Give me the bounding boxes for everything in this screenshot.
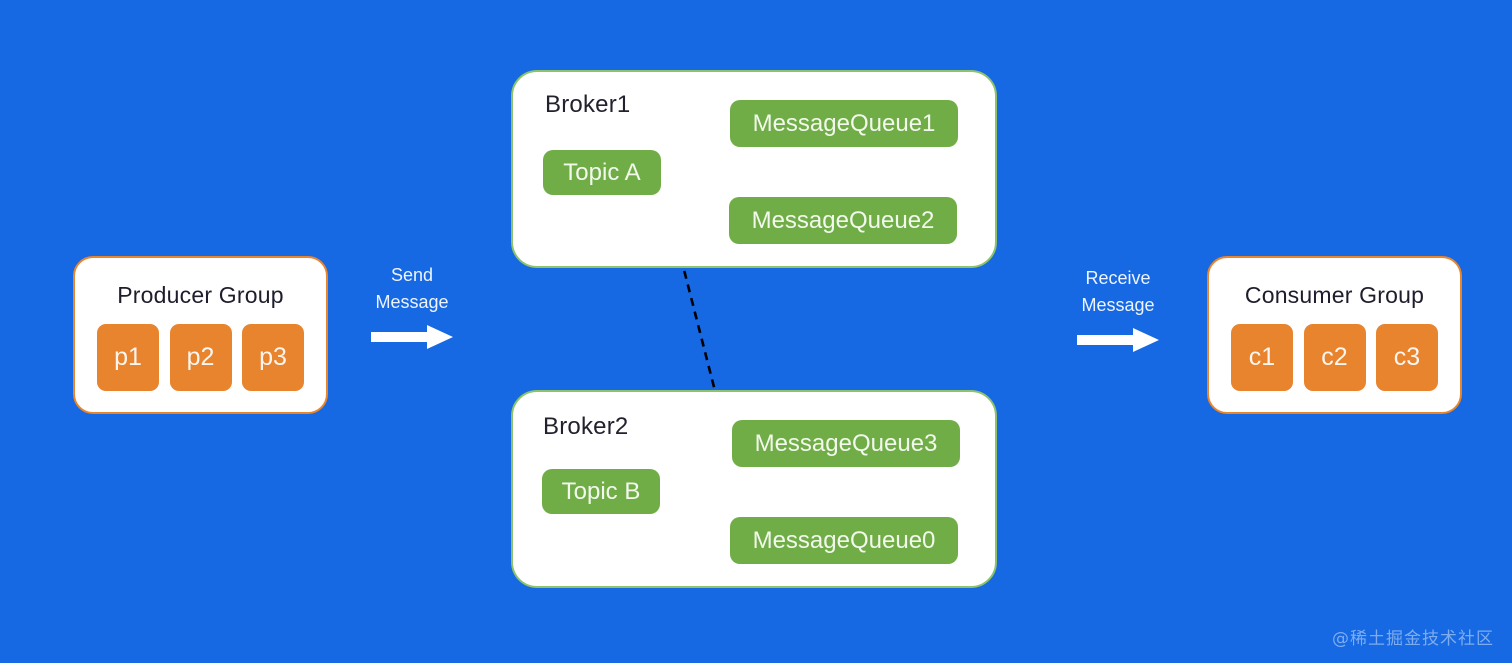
- send-message-label-line2: Message: [375, 292, 449, 312]
- consumer-c3[interactable]: c3: [1376, 324, 1438, 391]
- broker2-card[interactable]: Broker2 Topic B MessageQueue3 MessageQue…: [511, 390, 997, 588]
- broker1-topic-a[interactable]: Topic A: [543, 150, 661, 195]
- receive-arrow-wrap: [1058, 325, 1178, 355]
- receive-message-label-line1: Receive: [1085, 268, 1151, 288]
- producer-p1[interactable]: p1: [97, 324, 159, 391]
- broker2-title: Broker2: [543, 413, 629, 440]
- consumer-chip-row: c1 c2 c3: [1231, 324, 1438, 391]
- producer-p3[interactable]: p3: [242, 324, 304, 391]
- broker2-queue-messagequeue0[interactable]: MessageQueue0: [730, 517, 958, 564]
- producer-p2[interactable]: p2: [169, 324, 232, 391]
- consumer-c1[interactable]: c1: [1231, 324, 1293, 391]
- broker2-topic-b[interactable]: Topic B: [542, 469, 660, 514]
- send-arrow-wrap: [352, 322, 472, 352]
- send-message-flow: Send Message: [352, 262, 472, 352]
- broker1-queue-messagequeue1[interactable]: MessageQueue1: [730, 100, 958, 147]
- consumer-c2[interactable]: c2: [1303, 324, 1366, 391]
- right-arrow-icon: [1077, 328, 1159, 352]
- consumer-group-card[interactable]: Consumer Group c1 c2 c3: [1207, 256, 1462, 414]
- broker1-card[interactable]: Broker1 Topic A MessageQueue1 MessageQue…: [511, 70, 997, 268]
- send-message-label-line1: Send: [390, 265, 434, 285]
- receive-message-label-line2: Message: [1081, 295, 1155, 315]
- broker1-title: Broker1: [545, 91, 631, 118]
- producer-group-title: Producer Group: [117, 282, 284, 308]
- producer-chip-row: p1 p2 p3: [97, 324, 304, 391]
- right-arrow-icon: [371, 325, 453, 349]
- broker1-queue-messagequeue2[interactable]: MessageQueue2: [729, 197, 957, 244]
- watermark-text: @稀土掘金技术社区: [1332, 629, 1494, 649]
- receive-message-flow: Receive Message: [1058, 265, 1178, 355]
- consumer-group-title: Consumer Group: [1244, 282, 1425, 308]
- broker2-queue-messagequeue3[interactable]: MessageQueue3: [732, 420, 960, 467]
- producer-group-card[interactable]: Producer Group p1 p2 p3: [73, 256, 328, 414]
